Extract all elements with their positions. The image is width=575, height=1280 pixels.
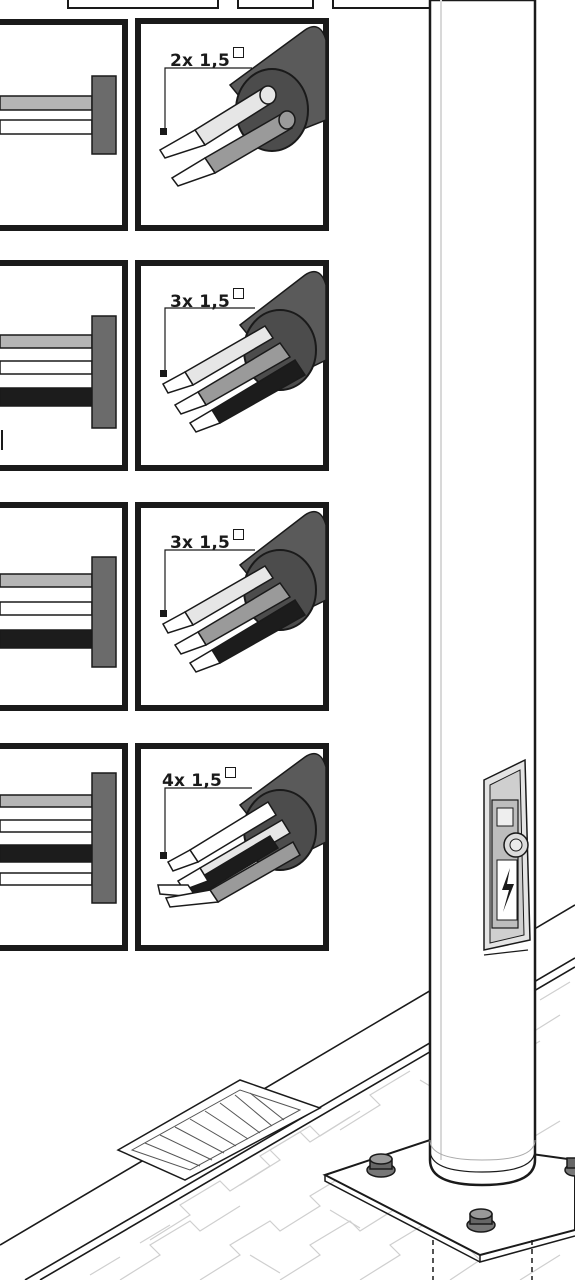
cable-label-2x: 2x 1,5: [170, 47, 245, 71]
cable-label-text: 4x 1,5: [162, 771, 223, 791]
high-voltage-icon: [502, 868, 514, 912]
cable-label-3x-b: 3x 1,5: [170, 529, 245, 553]
foundation-lines: [432, 1240, 533, 1280]
cable-label-text: 3x 1,5: [170, 292, 231, 312]
left-panel-2: [0, 260, 128, 471]
cable-panel-1: [135, 18, 329, 231]
square-symbol-icon: [225, 767, 237, 778]
square-symbol-icon: [233, 529, 245, 540]
drain-grate: [116, 1079, 322, 1181]
anchor-bolt: [466, 1208, 496, 1233]
cable-label-text: 3x 1,5: [170, 533, 231, 553]
anchor-bolt: [366, 1153, 396, 1178]
cable-label-4x: 4x 1,5: [162, 767, 237, 791]
pole-access-door: [483, 758, 531, 956]
cable-panel-2: [135, 260, 329, 471]
cable-label-text: 2x 1,5: [170, 51, 231, 71]
cable-label-3x-a: 3x 1,5: [170, 288, 245, 312]
left-panel-3: [0, 502, 128, 711]
square-symbol-icon: [233, 47, 245, 58]
left-panel-1: [0, 19, 128, 231]
left-panel-4: [0, 743, 128, 951]
cable-panel-4: [135, 743, 329, 951]
cable-panel-3: [135, 502, 329, 711]
top-partial-boxes: [67, 0, 485, 9]
pole: [428, 0, 537, 1187]
square-symbol-icon: [233, 288, 245, 299]
anchor-bolt: [564, 1157, 575, 1177]
